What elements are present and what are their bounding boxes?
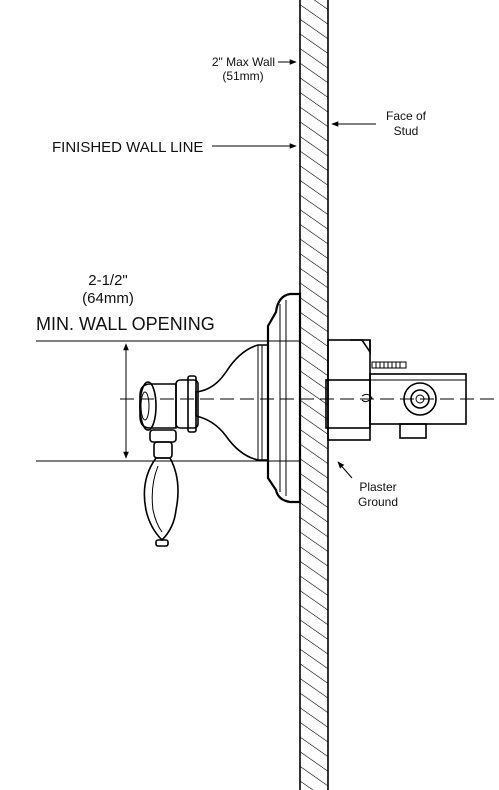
plaster-ground-leader [337,461,353,479]
max-wall-metric-label: (51mm) [222,69,263,83]
dimension-metric-label: (64mm) [82,290,134,307]
wall-hatching [300,0,328,790]
porcelain-lever[interactable] [143,457,179,542]
min-wall-opening-label: MIN. WALL OPENING [36,314,215,334]
handle-hub[interactable] [139,383,177,429]
wall-opening-guides [36,340,300,462]
face-of-stud-label-2: Stud [394,124,419,138]
wall [299,0,329,790]
escutcheon-bell [195,344,269,461]
escutcheon-plate [266,292,302,504]
valve-body [325,339,467,441]
dimension-label: 2-1/2" [88,272,128,289]
plaster-ground-label-2: Ground [358,495,398,509]
plaster-ground-label-1: Plaster [359,480,396,494]
face-of-stud-label-1: Face of [386,109,427,123]
leaders [212,59,376,479]
max-wall-label: 2" Max Wall [212,55,275,69]
finished-wall-line-label: FINISHED WALL LINE [52,139,203,156]
mounting-screw [371,361,407,369]
lever-handle[interactable] [139,375,199,547]
